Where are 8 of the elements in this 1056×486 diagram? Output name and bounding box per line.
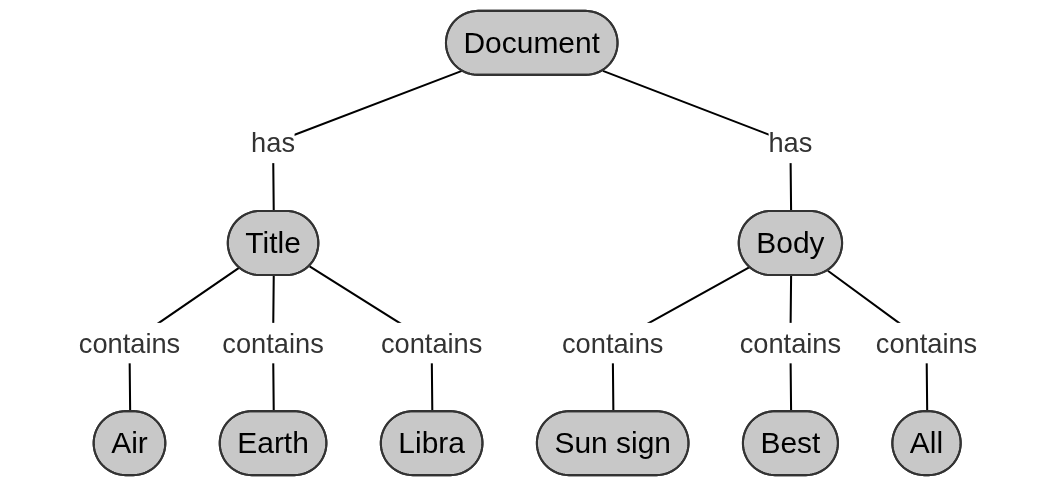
edge-label: has [768,127,813,158]
edge-label: contains [78,328,181,359]
edge-label: contains [380,328,483,359]
edge-label: contains [739,328,842,359]
edge-label: contains [222,328,324,359]
edge-label: contains [561,328,664,359]
edge-label: contains [875,328,978,359]
edge-label: has [251,127,296,158]
